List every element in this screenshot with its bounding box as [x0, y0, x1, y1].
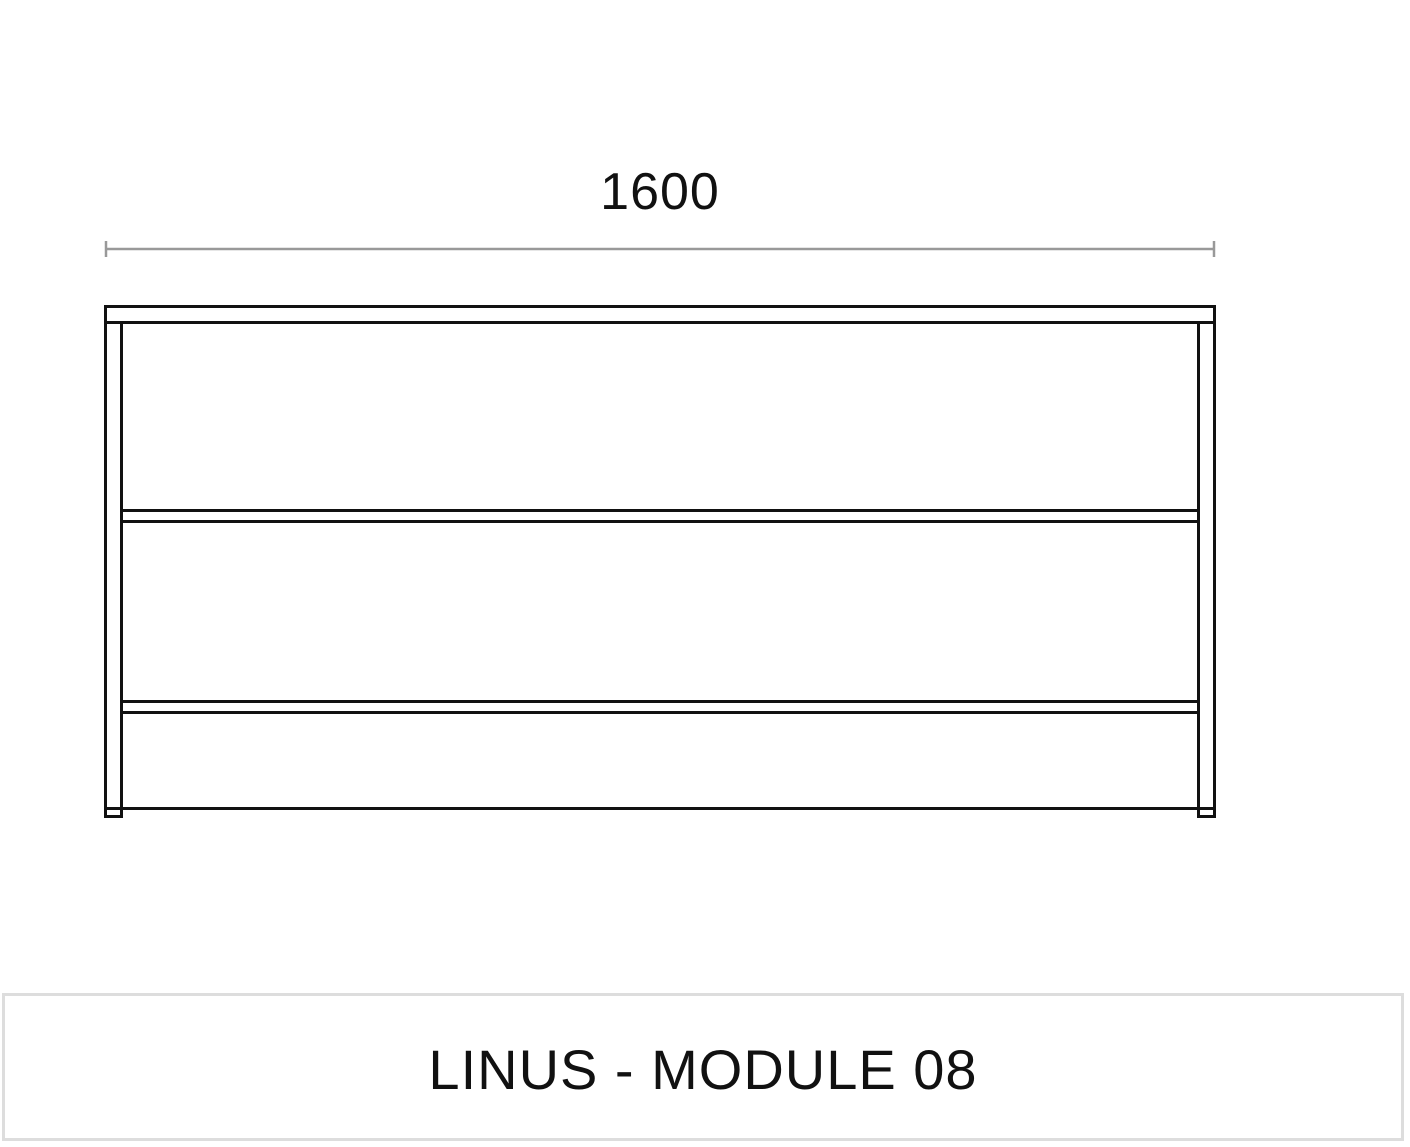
- caption-box: LINUS - MODULE 08: [2, 993, 1404, 1141]
- top-board: [104, 305, 1216, 324]
- module-caption: LINUS - MODULE 08: [428, 1037, 978, 1101]
- width-dimension-label: 1600: [600, 163, 720, 221]
- lower-shelf: [120, 700, 1200, 714]
- left-side-panel: [104, 321, 123, 810]
- right-foot: [1197, 807, 1216, 818]
- right-side-panel: [1197, 321, 1216, 810]
- width-dimension-line: [104, 241, 1216, 257]
- furniture-elevation-drawing: [104, 241, 1216, 818]
- middle-shelf: [120, 509, 1200, 523]
- left-foot: [104, 807, 123, 818]
